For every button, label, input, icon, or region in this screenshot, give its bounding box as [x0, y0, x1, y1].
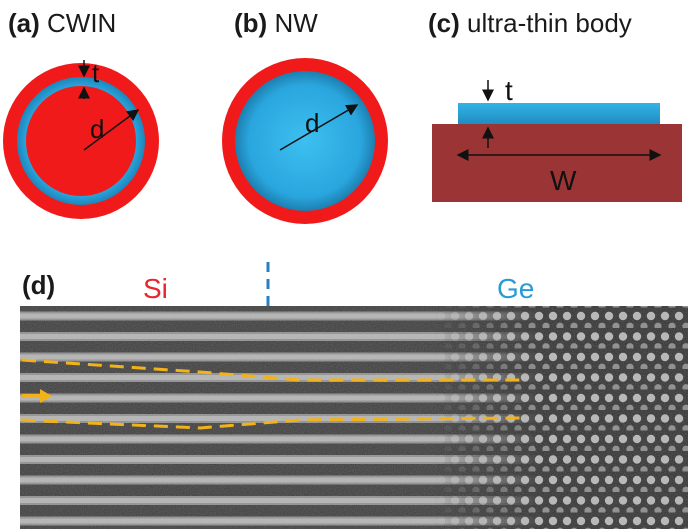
utb-width-label: W [550, 165, 577, 196]
nw-diagram [222, 58, 388, 224]
utb-thin-body [458, 103, 660, 124]
trace-lower [21, 416, 521, 430]
panel-a-title: CWIN [47, 8, 117, 38]
panel-d-tag: (d) [22, 270, 56, 300]
cwin-diameter-label: d [90, 114, 104, 144]
nw-diameter-arrow [279, 104, 359, 151]
ge-label: Ge [497, 273, 534, 304]
panel-b-tag: (b) [234, 8, 268, 38]
panel-c-tag: (c) [428, 8, 460, 38]
orange-arrow-icon [40, 389, 52, 403]
tem-noise [20, 306, 688, 529]
cwin-inner-core [26, 86, 136, 196]
panel-d-label: (d) [22, 270, 55, 301]
panel-c-title: ultra-thin body [467, 8, 632, 38]
nw-core [235, 71, 375, 211]
tem-micrograph [20, 306, 688, 529]
panel-a-label: (a) CWIN [8, 8, 116, 39]
cwin-thickness-label: t [92, 58, 100, 88]
panel-b-label: (b) NW [234, 8, 318, 39]
panel-b-title: NW [274, 8, 318, 38]
nw-diameter-label: d [305, 108, 319, 138]
panel-a-tag: (a) [8, 8, 40, 38]
cwin-diagram [3, 60, 159, 219]
utb-diagram [432, 80, 682, 202]
trace-upper [21, 358, 520, 382]
utb-thickness-label: t [505, 75, 513, 106]
panel-c-label: (c) ultra-thin body [428, 8, 632, 39]
si-label: Si [143, 273, 168, 304]
cwin-diameter-arrow [83, 109, 140, 151]
utb-substrate [432, 124, 682, 202]
